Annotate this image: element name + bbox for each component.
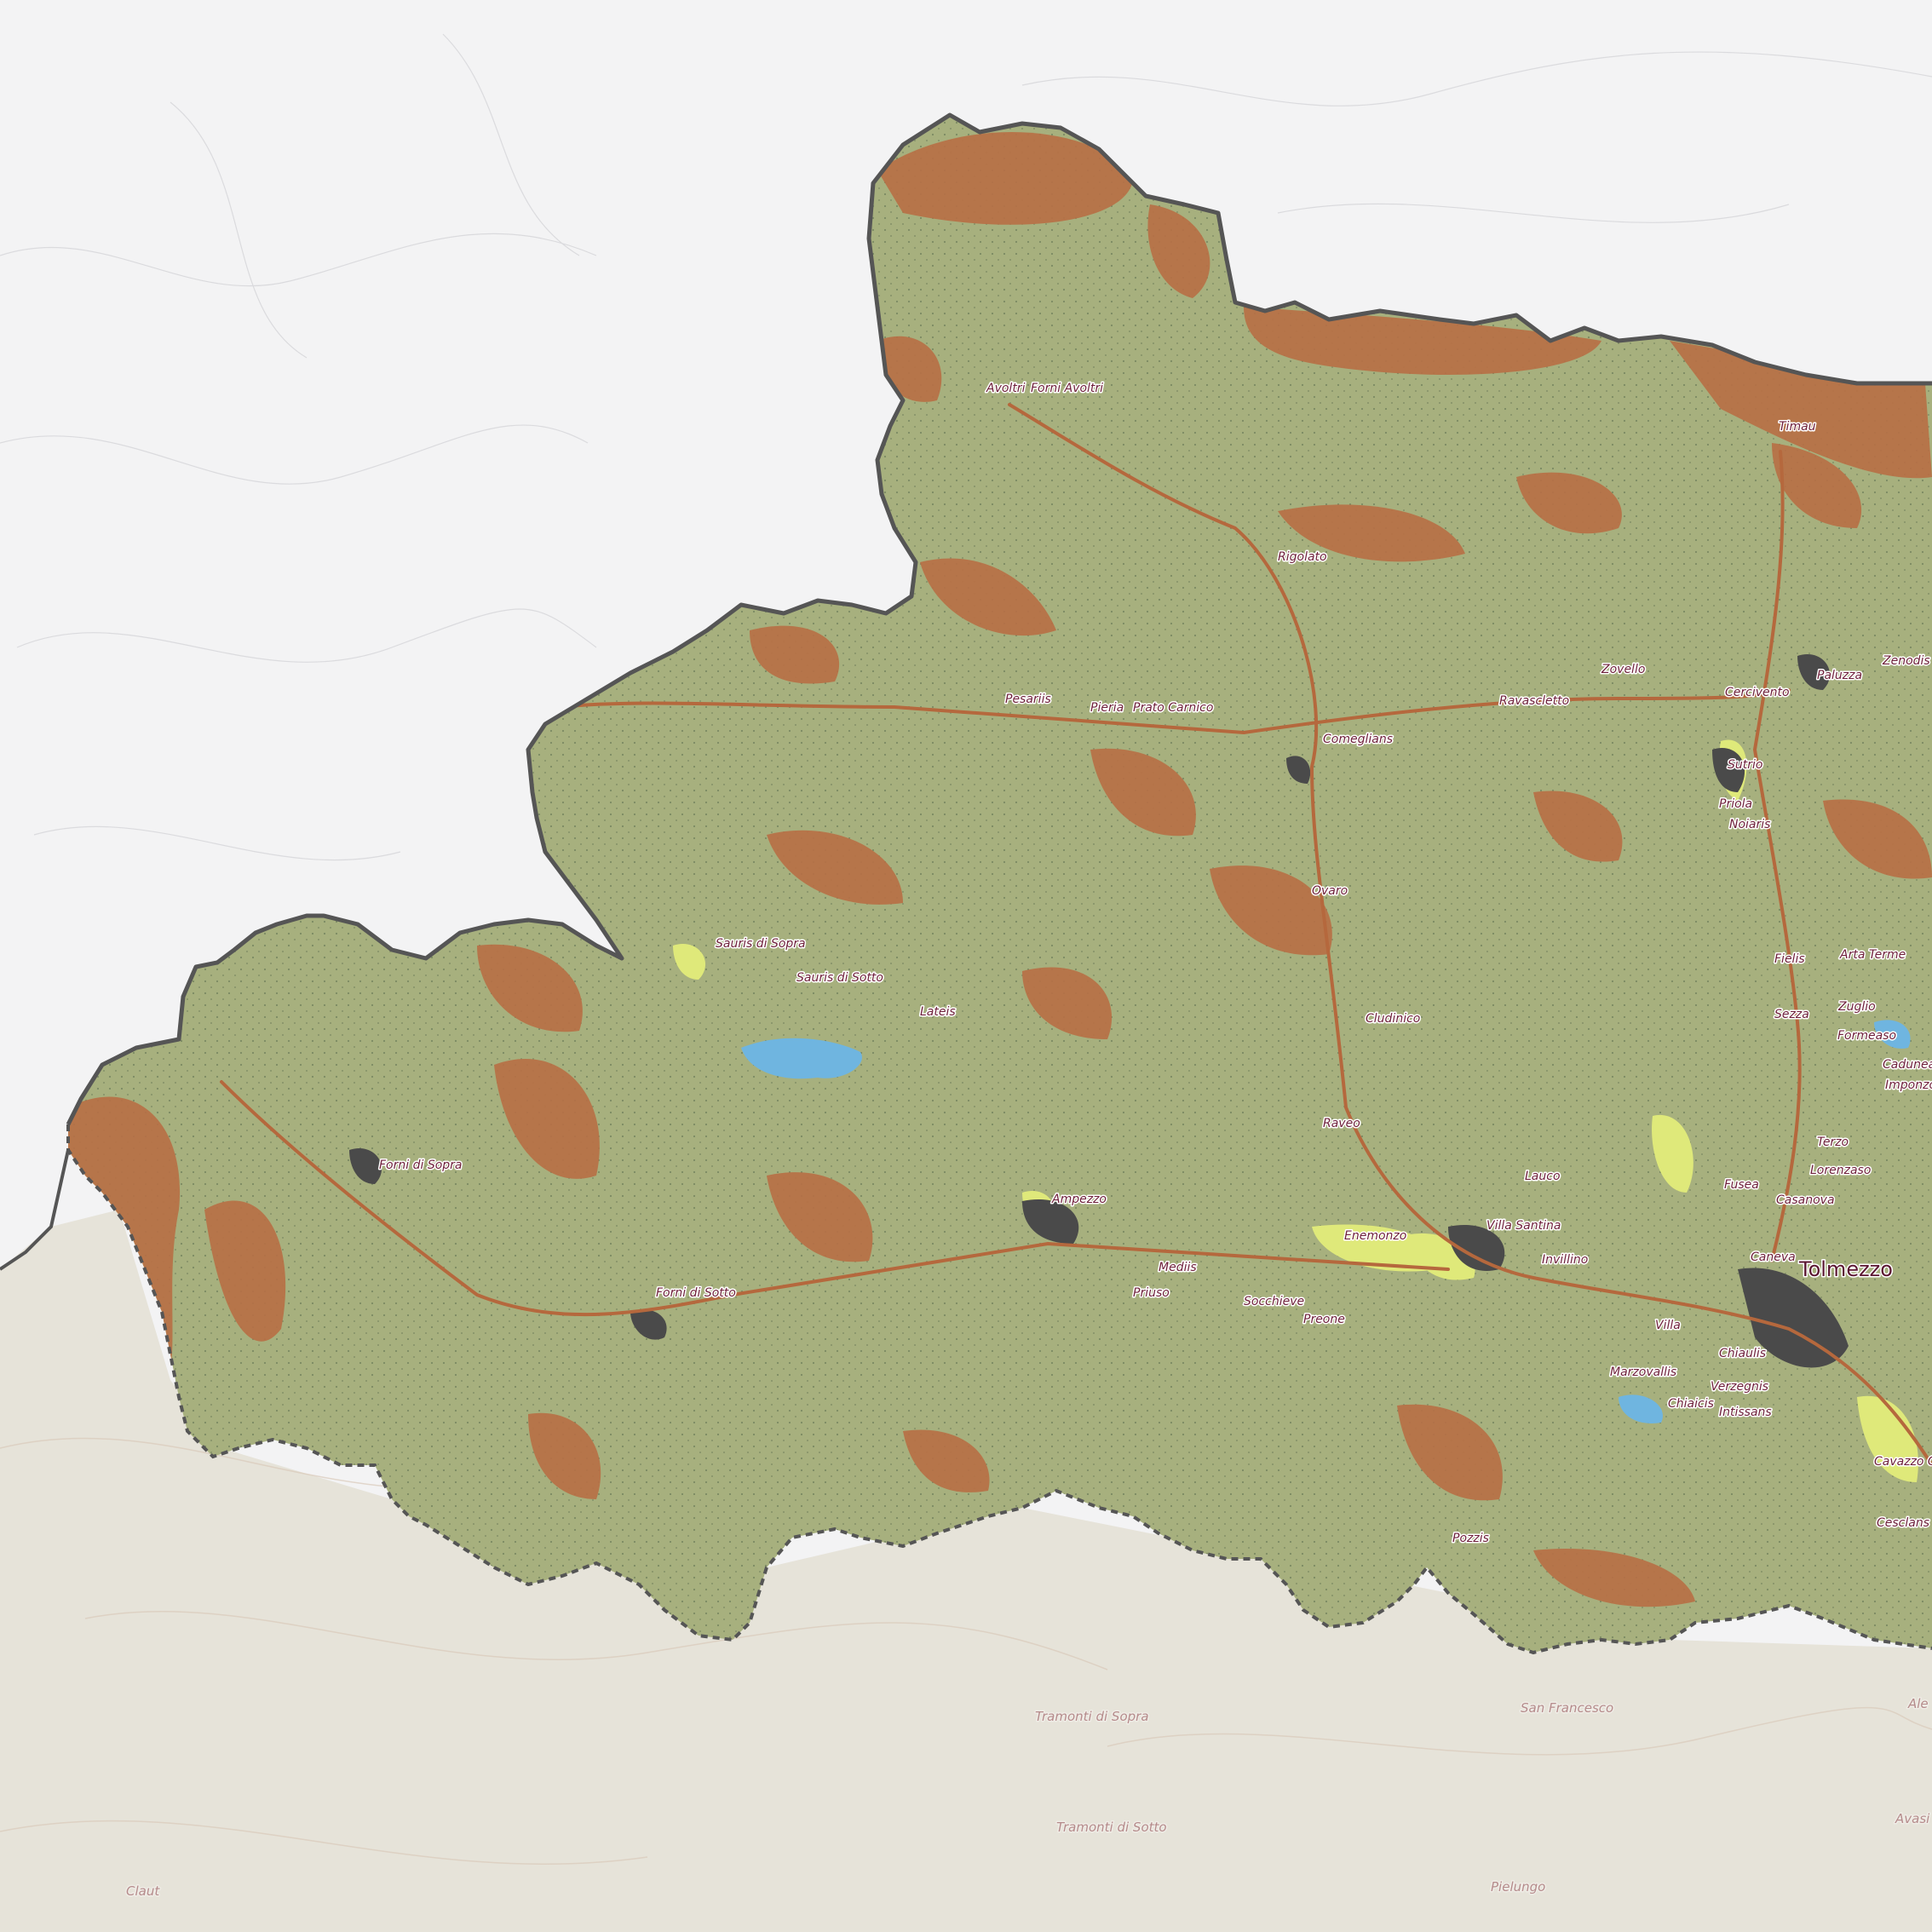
roads bbox=[220, 403, 1932, 1467]
urban-areas bbox=[349, 654, 1849, 1368]
label-paluzza[interactable]: Paluzza bbox=[1816, 668, 1864, 684]
label-marzovallis[interactable]: Marzovallis bbox=[1609, 1365, 1678, 1381]
label-imponzo[interactable]: Imponzo bbox=[1884, 1078, 1932, 1094]
label-pielungo[interactable]: Pielungo bbox=[1490, 1878, 1547, 1896]
label-forni-di-sopra[interactable]: Forni di Sopra bbox=[378, 1158, 464, 1174]
label-lateis[interactable]: Lateis bbox=[919, 1004, 957, 1021]
label-priola[interactable]: Priola bbox=[1718, 796, 1754, 813]
label-comeglians[interactable]: Comeglians bbox=[1322, 732, 1394, 748]
outside-terrain bbox=[0, 33, 1932, 861]
lakes bbox=[741, 1020, 1911, 1423]
label-cercivento[interactable]: Cercivento bbox=[1724, 685, 1791, 701]
label-mediis[interactable]: Mediis bbox=[1158, 1260, 1199, 1276]
rock-areas bbox=[68, 132, 1932, 1607]
background-south bbox=[0, 1210, 1932, 1932]
label-formeaso[interactable]: Formeaso bbox=[1837, 1028, 1898, 1044]
label-socchieve[interactable]: Socchieve bbox=[1243, 1294, 1306, 1310]
label-pesariis[interactable]: Pesariis bbox=[1004, 692, 1053, 708]
label-forni-avoltri[interactable]: Forni Avoltri bbox=[1030, 381, 1105, 397]
label-ampezzo[interactable]: Ampezzo bbox=[1050, 1192, 1108, 1208]
label-lorenzaso[interactable]: Lorenzaso bbox=[1809, 1163, 1872, 1179]
label-sauris-di-sotto[interactable]: Sauris di Sotto bbox=[796, 970, 885, 986]
label-villa[interactable]: Villa bbox=[1654, 1318, 1682, 1334]
label-terzo[interactable]: Terzo bbox=[1816, 1135, 1850, 1151]
label-claut[interactable]: Claut bbox=[125, 1883, 162, 1900]
label-sauris-di-sopra[interactable]: Sauris di Sopra bbox=[715, 936, 808, 952]
label-tramonti-di-sotto[interactable]: Tramonti di Sotto bbox=[1055, 1819, 1169, 1837]
label-casanova[interactable]: Casanova bbox=[1775, 1193, 1837, 1209]
label-san-francesco[interactable]: San Francesco bbox=[1520, 1699, 1615, 1717]
label-cludinico[interactable]: Cludinico bbox=[1365, 1011, 1422, 1027]
label-cesclans[interactable]: Cesclans bbox=[1876, 1515, 1931, 1532]
label-avoltri[interactable]: Avoltri bbox=[985, 381, 1027, 397]
label-noiaris[interactable]: Noiaris bbox=[1728, 817, 1772, 833]
border-north-solid bbox=[66, 112, 1932, 1126]
label-preone[interactable]: Preone bbox=[1302, 1312, 1347, 1328]
label-fusea[interactable]: Fusea bbox=[1723, 1177, 1761, 1193]
label-tolmezzo[interactable]: Tolmezzo bbox=[1797, 1256, 1895, 1283]
border-west-solid bbox=[0, 1149, 70, 1271]
label-tramonti-di-sopra[interactable]: Tramonti di Sopra bbox=[1034, 1708, 1151, 1726]
label-fielis[interactable]: Fielis bbox=[1774, 952, 1807, 968]
label-pieria[interactable]: Pieria bbox=[1090, 700, 1125, 716]
label-raveo[interactable]: Raveo bbox=[1322, 1116, 1362, 1132]
label-caneva[interactable]: Caneva bbox=[1750, 1250, 1797, 1266]
label-zovello[interactable]: Zovello bbox=[1600, 662, 1647, 678]
label-villa-santina[interactable]: Villa Santina bbox=[1486, 1218, 1562, 1234]
label-enemonzo[interactable]: Enemonzo bbox=[1343, 1228, 1408, 1245]
label-ale[interactable]: Ale bbox=[1906, 1695, 1930, 1713]
label-forni-di-sotto[interactable]: Forni di Sotto bbox=[655, 1285, 738, 1302]
label-sezza[interactable]: Sezza bbox=[1774, 1007, 1811, 1023]
place-labels: Avoltri Forni Avoltri Timau Rigolato Zov… bbox=[125, 381, 1932, 1900]
label-chiaicis[interactable]: Chiaicis bbox=[1667, 1396, 1716, 1412]
label-avasi[interactable]: Avasi bbox=[1894, 1810, 1932, 1828]
label-zuglio[interactable]: Zuglio bbox=[1837, 999, 1877, 1015]
label-prato-carnico[interactable]: Prato Carnico bbox=[1132, 700, 1215, 716]
label-cavazzo-c[interactable]: Cavazzo C bbox=[1873, 1454, 1932, 1470]
label-invillino[interactable]: Invillino bbox=[1541, 1252, 1590, 1268]
label-arta-terme[interactable]: Arta Terme bbox=[1838, 947, 1907, 963]
label-ovaro[interactable]: Ovaro bbox=[1311, 883, 1349, 900]
label-timau[interactable]: Timau bbox=[1778, 419, 1818, 435]
label-cadunea[interactable]: Cadunea bbox=[1882, 1057, 1932, 1073]
label-ravascletto[interactable]: Ravascletto bbox=[1498, 693, 1571, 710]
label-rigolato[interactable]: Rigolato bbox=[1277, 549, 1329, 566]
label-zenodis[interactable]: Zenodis bbox=[1881, 653, 1932, 670]
label-verzegnis[interactable]: Verzegnis bbox=[1710, 1379, 1770, 1395]
label-lauco[interactable]: Lauco bbox=[1524, 1169, 1562, 1185]
label-sutrio[interactable]: Sutrio bbox=[1727, 757, 1764, 773]
label-chiaulis[interactable]: Chiaulis bbox=[1718, 1346, 1768, 1362]
label-pozzis[interactable]: Pozzis bbox=[1452, 1531, 1491, 1547]
label-priuso[interactable]: Priuso bbox=[1132, 1285, 1171, 1302]
label-intissans[interactable]: Intissans bbox=[1718, 1405, 1774, 1421]
